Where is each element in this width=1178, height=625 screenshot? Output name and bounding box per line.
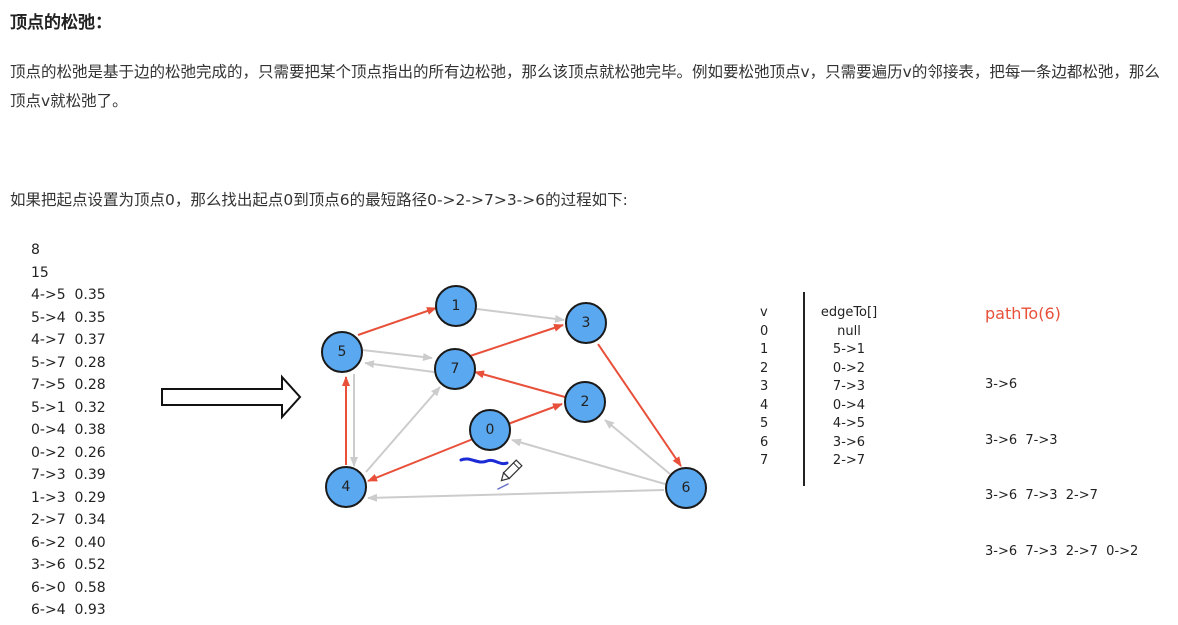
table-cell-v: 0 [760, 323, 769, 339]
graph-node: 5 [321, 331, 363, 373]
edge-4-7 [365, 386, 441, 473]
header-edgeto: edgeTo[] [820, 305, 878, 320]
table-cell-edge: 3->6 [832, 434, 866, 450]
svg-text:3: 3 [582, 315, 591, 331]
vertex-count: 8 [31, 242, 40, 258]
graph-node: 0 [469, 409, 511, 451]
table-cell-v: 1 [760, 342, 769, 357]
table-cell-v: 6 [760, 434, 769, 450]
edge-line: 5->7 0.28 [31, 354, 106, 371]
header-v: v [760, 305, 768, 320]
edge-0-4 [367, 438, 474, 482]
table-cell-v: 4 [760, 397, 769, 413]
edge-line: 0->4 0.38 [31, 422, 106, 438]
svg-text:0: 0 [486, 422, 495, 438]
table-cell-edge: 0->2 [832, 360, 866, 376]
right-arrow-icon [161, 374, 302, 420]
edge-2-7 [474, 370, 566, 398]
path-step: 3->6 [985, 377, 1018, 392]
edge-7-5 [364, 360, 435, 373]
pathto-steps: 3->6 3->6 7->3 3->6 7->3 2->7 3->6 7->3 … [985, 339, 1138, 580]
edge-line: 3->6 0.52 [31, 557, 106, 573]
edge-line: 6->2 0.40 [31, 534, 106, 551]
edge-line: 2->7 0.34 [31, 512, 106, 528]
edge-7-3 [469, 324, 564, 357]
table-cell-edge: null [837, 323, 861, 339]
edge-1-3 [476, 308, 565, 323]
path-step: 3->6 7->3 [985, 432, 1058, 448]
edge-5-1 [357, 307, 437, 336]
graph-node: 1 [435, 285, 477, 327]
graph-node: 6 [665, 467, 707, 509]
edge-0-2 [507, 403, 563, 425]
edge-5-7 [361, 349, 433, 361]
edge-line: 7->3 0.39 [31, 467, 106, 483]
edge-6-4 [367, 489, 665, 502]
svg-text:7: 7 [451, 361, 460, 377]
edge-input-list: 8 15 4->5 0.35 5->4 0.35 4->7 0.37 5->7 … [31, 239, 106, 622]
table-cell-edge: 4->5 [832, 416, 866, 431]
svg-text:1: 1 [452, 298, 461, 314]
edge-line: 6->4 0.93 [31, 602, 106, 618]
graph-edges [342, 307, 682, 502]
edge-line: 5->1 0.32 [31, 399, 106, 416]
section-heading: 顶点的松弛： [10, 13, 112, 33]
pencil-cursor-icon [500, 459, 523, 482]
table-divider [803, 292, 805, 486]
table-cell-edge: 5->1 [832, 342, 866, 357]
table-cell-v: 2 [760, 360, 769, 376]
table-cell-v: 5 [760, 416, 769, 431]
example-paragraph: 如果把起点设置为顶点0，那么找出起点0到顶点6的最短路径0->2->7>3->6… [10, 191, 628, 209]
table-cell-edge: 2->7 [832, 453, 866, 468]
edge-line: 6->0 0.58 [31, 579, 106, 596]
svg-text:2: 2 [581, 394, 590, 410]
graph-node: 4 [325, 466, 367, 508]
edge-6-0 [511, 438, 666, 485]
edge-3-6 [597, 343, 682, 467]
table-cell-edge: 0->4 [832, 397, 866, 413]
edge-line: 7->5 0.28 [31, 377, 106, 393]
graph-node: 7 [434, 348, 476, 390]
graph-node: 2 [564, 381, 606, 423]
pathto-title: pathTo(6) [985, 304, 1061, 323]
svg-text:4: 4 [342, 479, 351, 495]
graph-nodes: 0 1 2 3 4 5 6 7 [321, 285, 707, 509]
vertex-column: v 0 1 2 3 4 5 6 7 [760, 304, 790, 471]
svg-text:5: 5 [338, 344, 347, 360]
edge-line: 4->5 0.35 [31, 287, 106, 303]
edge-count: 15 [31, 264, 49, 281]
edge-line: 5->4 0.35 [31, 309, 106, 326]
graph-node: 3 [565, 302, 607, 344]
edge-line: 1->3 0.29 [31, 489, 106, 506]
path-step: 3->6 7->3 2->7 0->2 [985, 543, 1139, 559]
table-cell-v: 3 [760, 379, 769, 394]
edge-6-2 [604, 419, 671, 475]
path-step: 3->6 7->3 2->7 [985, 488, 1098, 503]
relaxation-paragraph: 顶点的松弛是基于边的松弛完成的，只需要把某个顶点指出的所有边松弛，那么该顶点就松… [10, 63, 1160, 110]
edge-line: 0->2 0.26 [31, 444, 106, 461]
svg-text:6: 6 [682, 480, 691, 496]
table-cell-edge: 7->3 [832, 379, 866, 394]
pen-annotation [459, 457, 509, 490]
edgeto-column: edgeTo[] null 5->1 0->2 7->3 0->4 4->5 3… [804, 304, 894, 471]
edge-line: 4->7 0.37 [31, 332, 106, 348]
table-cell-v: 7 [760, 453, 769, 468]
